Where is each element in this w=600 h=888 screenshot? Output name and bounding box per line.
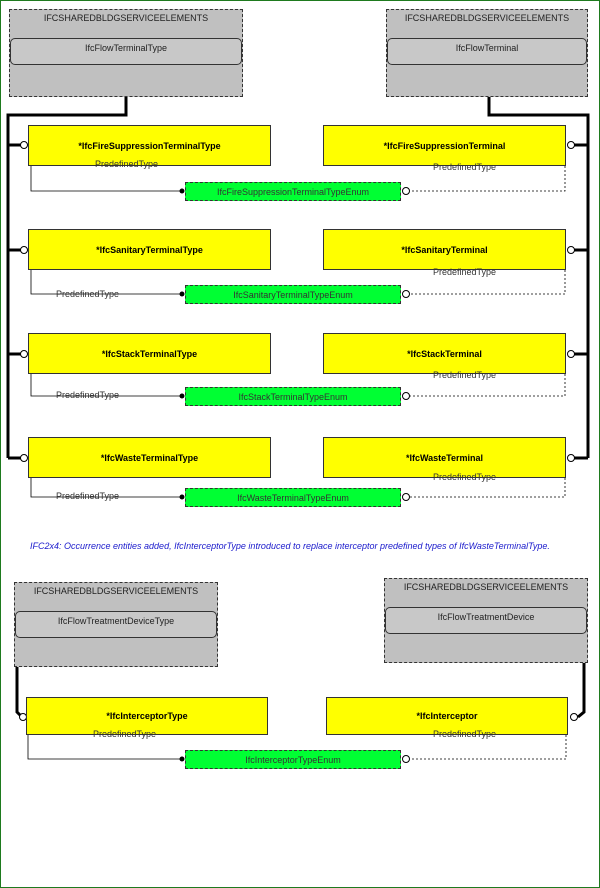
subtype-connector-circle	[567, 246, 575, 254]
inheritance-trunk-left	[6, 97, 128, 458]
schema-ref-flow-treatment-device: IFCSHAREDBLDGSERVICEELEMENTS IfcFlowTrea…	[384, 578, 588, 663]
schema-ref-flow-terminal: IFCSHAREDBLDGSERVICEELEMENTS IfcFlowTerm…	[386, 9, 588, 97]
supertype-name: IfcFlowTerminal	[387, 38, 587, 65]
subtype-connector-circle	[20, 350, 28, 358]
predefined-type-relation-right	[410, 735, 567, 760]
schema-name: IFCSHAREDBLDGSERVICEELEMENTS	[403, 582, 569, 592]
relation-end-circle	[402, 187, 410, 195]
enum-waste-terminal-type[interactable]: IfcWasteTerminalTypeEnum	[185, 488, 401, 507]
predefined-type-relation-left	[27, 735, 180, 760]
supertype-name: IfcFlowTreatmentDeviceType	[15, 611, 217, 638]
subtype-connector-circle	[20, 246, 28, 254]
attribute-label: PredefinedType	[93, 729, 157, 739]
relation-end-dot	[179, 188, 185, 194]
schema-name: IFCSHAREDBLDGSERVICEELEMENTS	[43, 13, 209, 23]
enum-fire-suppression-terminal-type[interactable]: IfcFireSuppressionTerminalTypeEnum	[185, 182, 401, 201]
relation-end-dot	[179, 393, 185, 399]
enum-interceptor-type[interactable]: IfcInterceptorTypeEnum	[185, 750, 401, 769]
predefined-type-relation-right	[410, 374, 566, 397]
relation-end-circle	[402, 290, 410, 298]
predefined-type-relation-left	[30, 166, 180, 192]
supertype-name: IfcFlowTerminalType	[10, 38, 242, 65]
supertype-name: IfcFlowTreatmentDevice	[385, 607, 587, 634]
schema-ref-flow-treatment-device-type: IFCSHAREDBLDGSERVICEELEMENTS IfcFlowTrea…	[14, 582, 218, 667]
attribute-label: PredefinedType	[56, 289, 120, 299]
schema-ref-flow-terminal-type: IFCSHAREDBLDGSERVICEELEMENTS IfcFlowTerm…	[9, 9, 243, 97]
change-note: IFC2x4: Occurrence entities added, IfcIn…	[30, 541, 550, 551]
subtype-connector-circle	[20, 454, 28, 462]
subtype-connector-circle	[570, 713, 578, 721]
entity-sanitary-terminal-type[interactable]: *IfcSanitaryTerminalType	[28, 229, 271, 270]
subtype-connector-circle	[20, 141, 28, 149]
attribute-label: PredefinedType	[433, 370, 497, 380]
predefined-type-relation-left	[30, 374, 180, 397]
predefined-type-relation-right	[410, 270, 566, 295]
attribute-label: PredefinedType	[56, 491, 120, 501]
predefined-type-relation-left	[30, 270, 180, 295]
attribute-label: PredefinedType	[95, 159, 159, 169]
relation-end-dot	[179, 756, 185, 762]
subtype-connector-circle	[567, 141, 575, 149]
entity-sanitary-terminal[interactable]: *IfcSanitaryTerminal	[323, 229, 566, 270]
entity-fire-suppression-terminal-type[interactable]: *IfcFireSuppressionTerminalType	[28, 125, 271, 166]
relation-end-circle	[402, 392, 410, 400]
schema-name: IFCSHAREDBLDGSERVICEELEMENTS	[33, 586, 199, 596]
attribute-label: PredefinedType	[433, 472, 497, 482]
entity-stack-terminal[interactable]: *IfcStackTerminal	[323, 333, 566, 374]
subtype-connector-circle	[567, 454, 575, 462]
predefined-type-relation-right	[410, 166, 566, 192]
attribute-label: PredefinedType	[433, 729, 497, 739]
entity-interceptor[interactable]: *IfcInterceptor	[326, 697, 568, 735]
subtype-connector-circle	[567, 350, 575, 358]
predefined-type-relation-left	[30, 478, 180, 498]
entity-stack-terminal-type[interactable]: *IfcStackTerminalType	[28, 333, 271, 374]
entity-waste-terminal[interactable]: *IfcWasteTerminal	[323, 437, 566, 478]
entity-interceptor-type[interactable]: *IfcInterceptorType	[26, 697, 268, 735]
inheritance-line-interceptor	[577, 663, 586, 719]
relation-end-dot	[179, 291, 185, 297]
attribute-label: PredefinedType	[433, 162, 497, 172]
relation-end-circle	[402, 493, 410, 501]
entity-fire-suppression-terminal[interactable]: *IfcFireSuppressionTerminal	[323, 125, 566, 166]
enum-sanitary-terminal-type[interactable]: IfcSanitaryTerminalTypeEnum	[185, 285, 401, 304]
inheritance-trunk-right	[487, 97, 590, 458]
relation-end-circle	[402, 755, 410, 763]
enum-stack-terminal-type[interactable]: IfcStackTerminalTypeEnum	[185, 387, 401, 406]
entity-waste-terminal-type[interactable]: *IfcWasteTerminalType	[28, 437, 271, 478]
attribute-label: PredefinedType	[433, 267, 497, 277]
inheritance-line-interceptor-type	[15, 667, 24, 719]
relation-end-dot	[179, 494, 185, 500]
schema-name: IFCSHAREDBLDGSERVICEELEMENTS	[404, 13, 570, 23]
attribute-label: PredefinedType	[56, 390, 120, 400]
